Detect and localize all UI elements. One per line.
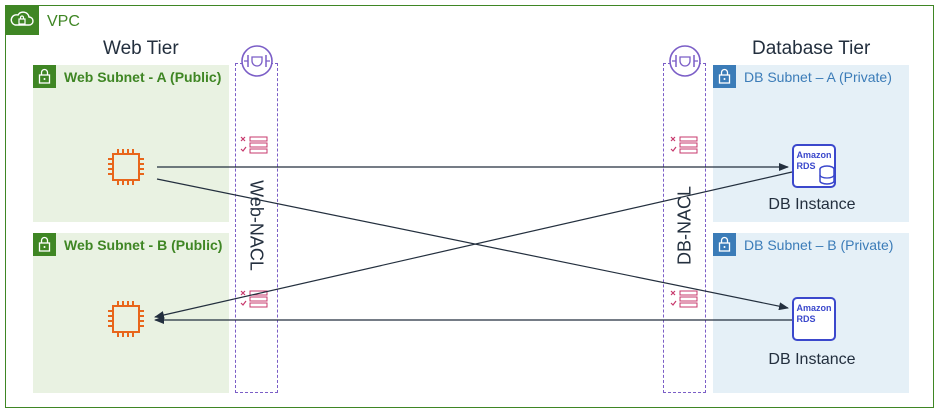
web-nacl-icon — [241, 45, 273, 77]
arrow-web-a-to-db-b — [156, 178, 789, 311]
lock-icon — [713, 233, 736, 256]
web-tier-title: Web Tier — [103, 38, 179, 59]
vpc-label: VPC — [47, 13, 80, 30]
vpc-cloud-lock-icon — [5, 5, 39, 35]
rule-list-icon — [670, 290, 698, 308]
db-subnet-b-label: DB Subnet – B (Private) — [744, 237, 894, 253]
web-subnet-a-label: Web Subnet - A (Public) — [64, 69, 222, 85]
rule-list-icon — [240, 136, 268, 154]
lock-icon — [33, 65, 56, 88]
db-instance-a-label: DB Instance — [768, 196, 856, 213]
rds-icon-text-top: Amazon — [796, 150, 831, 160]
ec2-instance-icon — [108, 149, 144, 185]
rds-icon-text-bottom: RDS — [796, 314, 815, 324]
database-tier-title: Database Tier — [752, 38, 871, 59]
web-subnet-b-label: Web Subnet - B (Public) — [64, 237, 223, 253]
ec2-instance-icon — [108, 301, 144, 337]
lock-icon — [713, 65, 736, 88]
db-subnet-a: DB Subnet – A (Private) — [713, 65, 909, 222]
arrow-db-a-to-web-b — [154, 171, 793, 319]
web-subnet-b: Web Subnet - B (Public) — [33, 233, 229, 393]
rule-list-icon — [240, 290, 268, 308]
rds-icon: Amazon RDS — [792, 297, 836, 341]
db-subnet-a-label: DB Subnet – A (Private) — [744, 69, 892, 85]
lock-icon — [33, 233, 56, 256]
web-subnet-a: Web Subnet - A (Public) — [33, 65, 229, 222]
rule-list-icon — [670, 136, 698, 154]
vpc-boundary — [5, 5, 934, 408]
rds-icon: Amazon RDS — [792, 144, 836, 188]
db-nacl-icon — [669, 45, 701, 77]
rds-icon-text-bottom: RDS — [796, 161, 815, 171]
rds-icon-text-top: Amazon — [796, 303, 831, 313]
db-instance-b-label: DB Instance — [768, 351, 856, 368]
